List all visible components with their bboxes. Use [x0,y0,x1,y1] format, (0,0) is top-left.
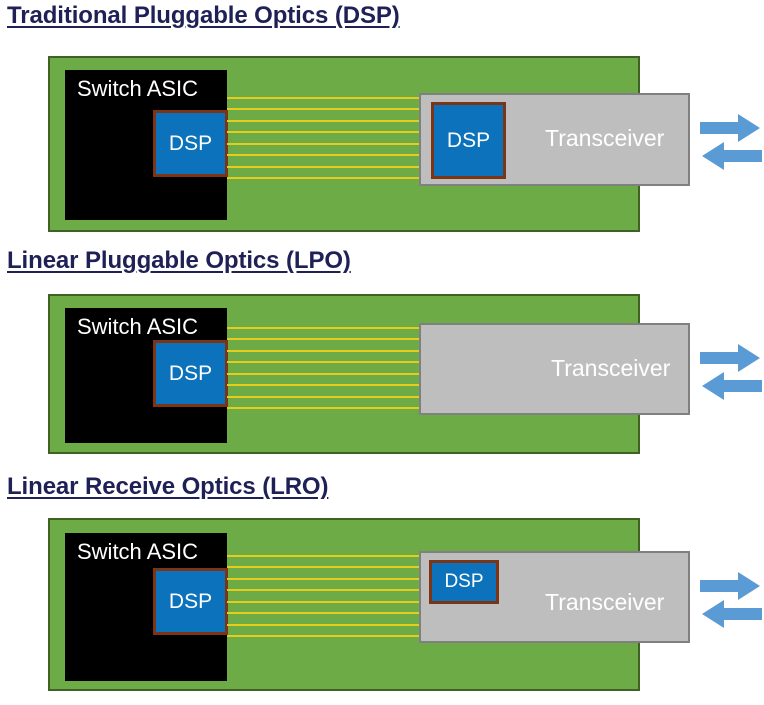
trace-line [227,612,425,615]
trace-line [227,338,425,341]
asic-dsp-block-lpo: DSP [153,340,228,407]
trace-line [227,97,425,99]
trace-line [227,600,425,603]
switch-asic-label: Switch ASIC [77,76,199,101]
trace-line [227,349,425,352]
diagram-dsp: Switch ASIC DSP DSP Transceiver [0,45,764,240]
trace-line [227,623,425,626]
section-title-lpo: Linear Pluggable Optics (LPO) [7,247,351,274]
asic-dsp-label: DSP [168,361,213,385]
asic-dsp-block-dsp: DSP [153,110,228,177]
trace-line [227,165,425,168]
transceiver-label: Transceiver [545,589,665,615]
trace-line [227,395,425,398]
transceiver-label: Transceiver [545,125,665,151]
transceiver-module-dsp: DSP Transceiver [419,93,690,186]
trace-line [227,384,425,387]
transceiver-dsp-block-dsp: DSP [431,102,506,179]
arrow-right-icon [700,344,760,372]
trace-line [227,154,425,157]
trace-line [227,566,425,569]
trace-line [227,108,425,111]
trace-line [227,176,425,179]
section-title-lro: Linear Receive Optics (LRO) [7,473,329,500]
trace-line [227,119,425,122]
transceiver-module-lpo: Transceiver [419,323,690,415]
trace-line [227,327,425,329]
arrow-right-icon [700,572,760,600]
switch-asic-label: Switch ASIC [77,539,199,564]
trace-line [227,577,425,580]
transceiver-dsp-label: DSP [446,128,491,152]
transceiver-dsp-label: DSP [444,571,484,592]
electrical-traces-lpo [227,327,425,409]
transceiver-label: Transceiver [551,355,671,381]
asic-dsp-label: DSP [168,589,213,613]
trace-line [227,406,425,409]
arrow-left-icon [702,142,762,170]
section-title-dsp: Traditional Pluggable Optics (DSP) [7,2,400,29]
optical-link-arrows-lpo [698,338,764,404]
arrow-left-icon [702,600,762,628]
electrical-traces-lro [227,555,425,637]
asic-dsp-label: DSP [168,131,213,155]
diagram-lpo: Switch ASIC DSP Transceiver [0,283,764,478]
asic-dsp-block-lro: DSP [153,568,228,635]
trace-line [227,555,425,557]
switch-asic-lpo: Switch ASIC [65,308,227,443]
optical-link-arrows-lro [698,566,764,632]
switch-asic-label: Switch ASIC [77,314,199,339]
electrical-traces-dsp [227,97,425,179]
trace-line [227,634,425,637]
diagram-lro: Switch ASIC DSP DSP Transceiver [0,508,764,703]
trace-line [227,131,425,134]
trace-line [227,142,425,145]
trace-line [227,589,425,592]
transceiver-dsp-block-lro: DSP [429,560,499,604]
optical-link-arrows-dsp [698,108,764,174]
transceiver-module-lro: DSP Transceiver [419,551,690,643]
arrow-right-icon [700,114,760,142]
trace-line [227,361,425,364]
arrow-left-icon [702,372,762,400]
trace-line [227,372,425,375]
